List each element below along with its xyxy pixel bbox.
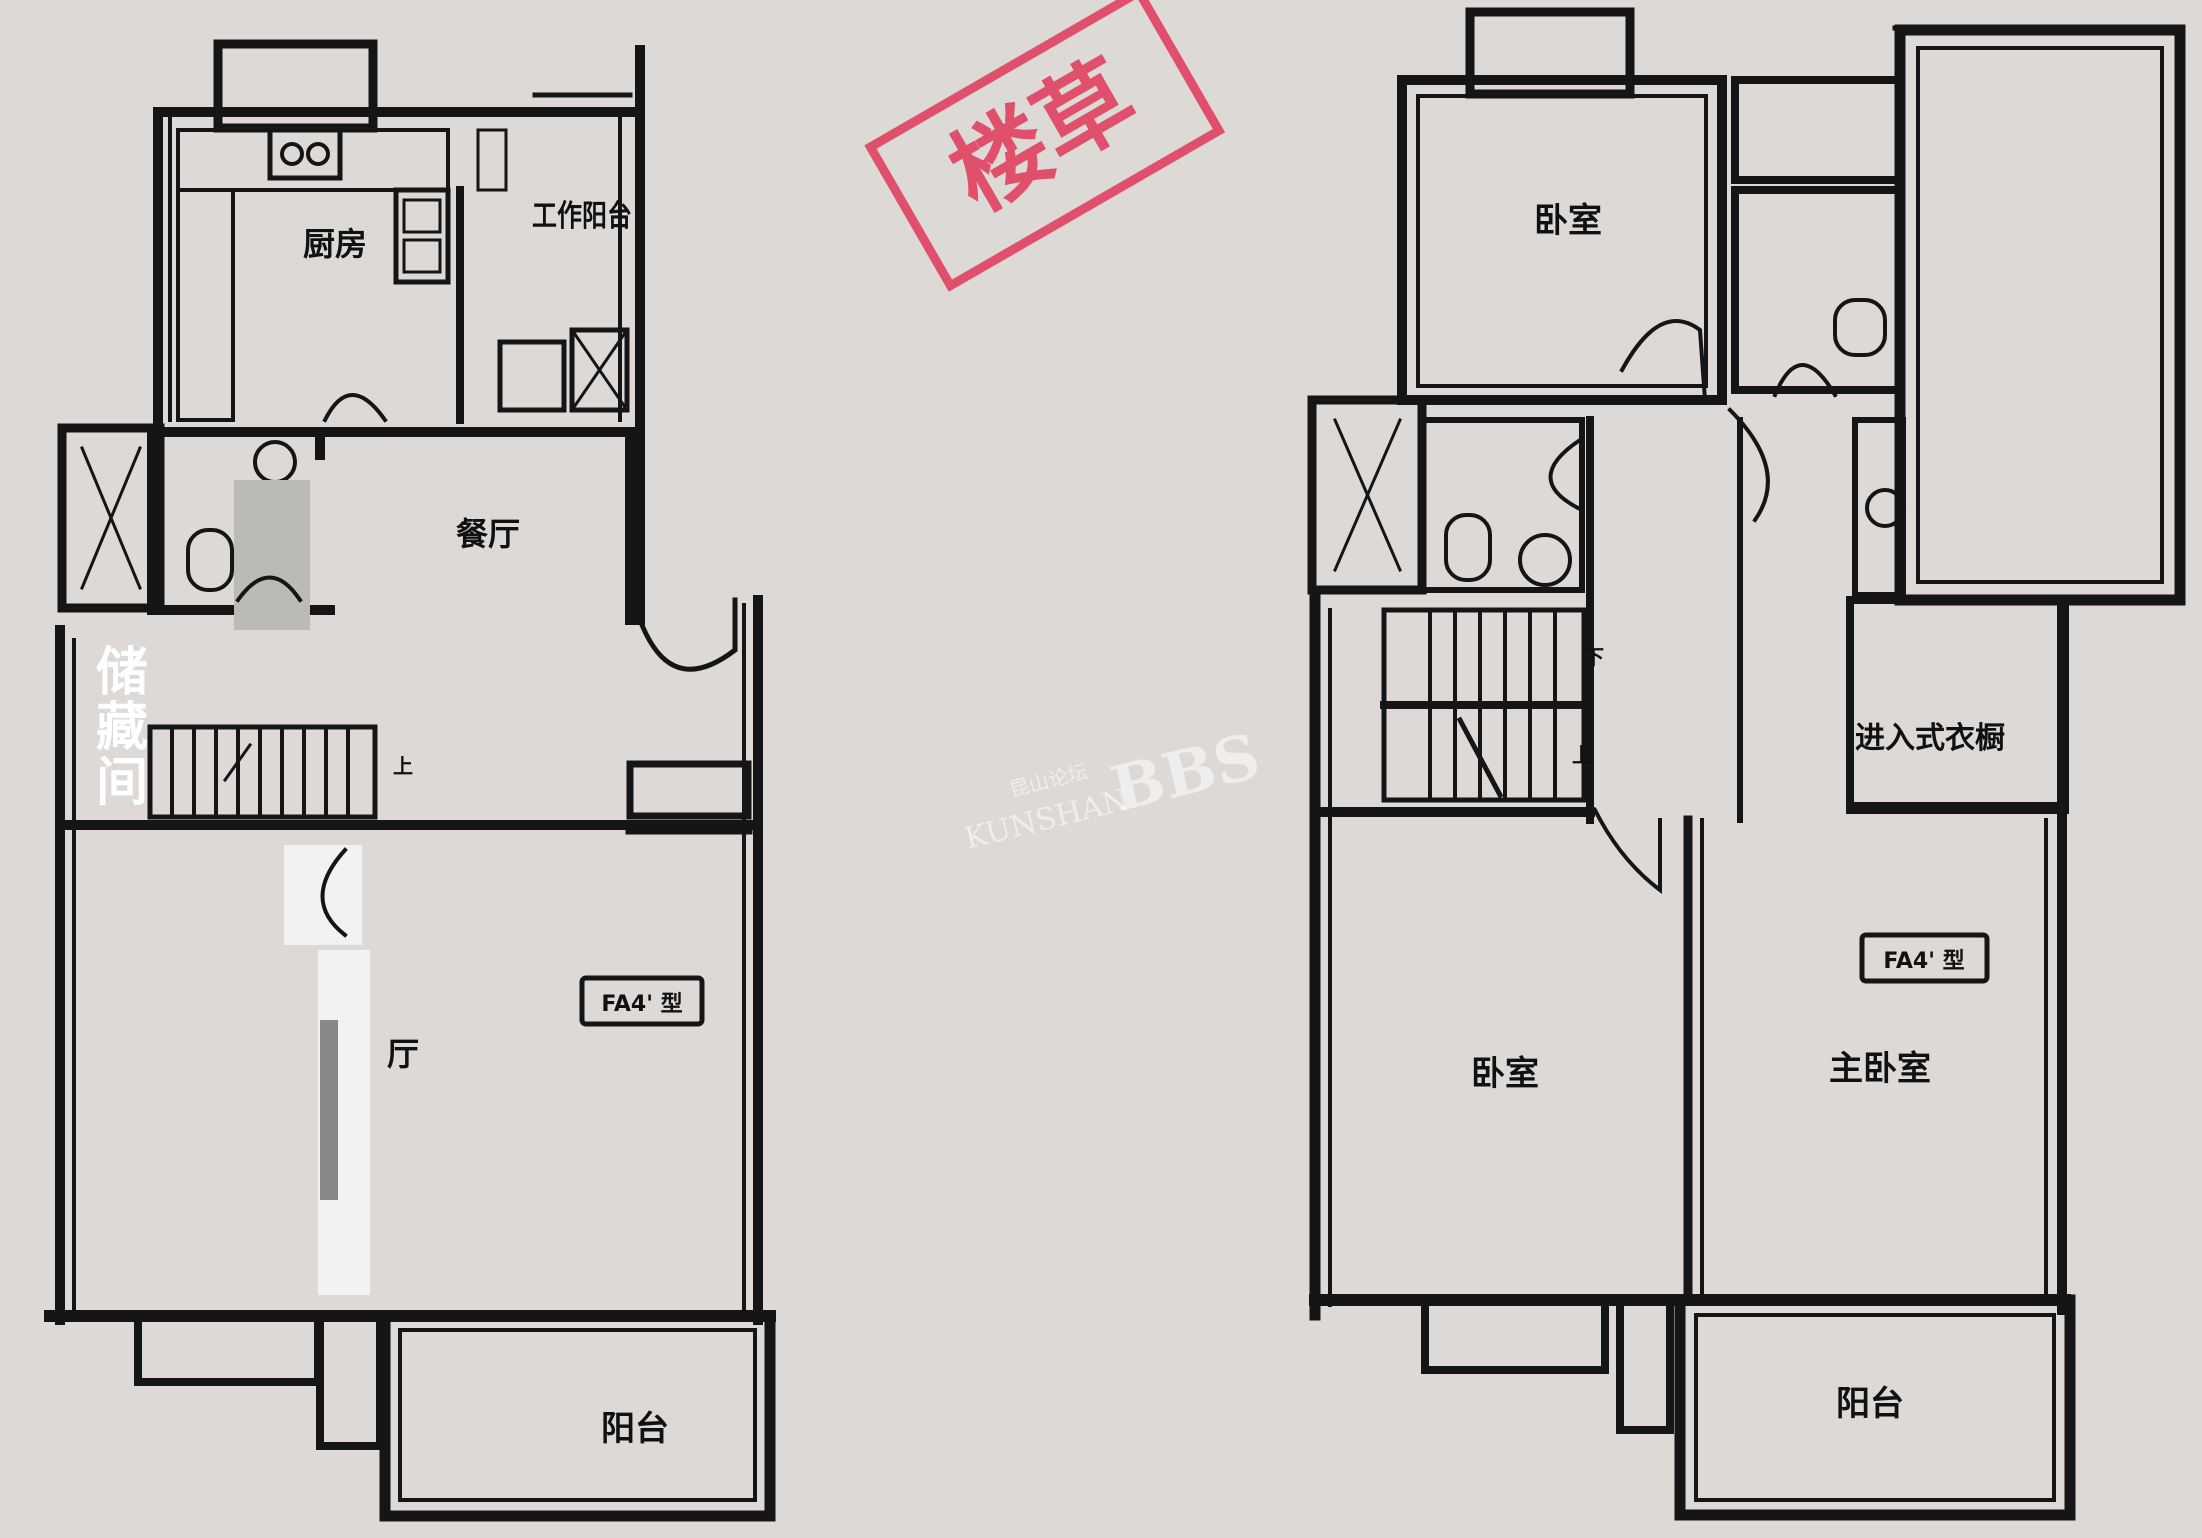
label-type-1f: FA4' 型 — [601, 992, 682, 1017]
living-door — [320, 847, 348, 938]
stove — [267, 127, 343, 181]
label-storage-3: 间 — [96, 753, 148, 813]
type-tag-1f-box — [579, 975, 705, 1027]
label-kitchen: 厨房 — [303, 225, 367, 263]
label-balcony-1f: 阳台 — [601, 1409, 669, 1449]
type-tag-2f-box — [1859, 932, 1990, 984]
label-storage-2: 藏 — [96, 698, 148, 758]
label-stair-up-2f: 上 — [1572, 743, 1592, 767]
label-stair-up-1f: 上 — [393, 754, 413, 778]
stair-treads-1f — [170, 725, 350, 819]
label-walkin: 进入式衣橱 — [1855, 721, 2005, 756]
floor-1-labels: 厨房 工作阳台 餐厅 储 藏 间 厅 阳台 上 FA4' 型 — [96, 199, 683, 1449]
washer — [497, 339, 567, 413]
kitchen-counter-side — [176, 188, 235, 422]
kitchen-sink — [393, 187, 451, 285]
label-living: 厅 — [387, 1035, 419, 1073]
balcony-2f — [1674, 1294, 2076, 1521]
stair-treads-2f — [1428, 608, 1557, 802]
label-bedroom-left: 卧室 — [1471, 1054, 1539, 1094]
toilet-1f — [186, 528, 234, 592]
basin-2f-right — [1865, 488, 1905, 528]
balcony-1f — [379, 1310, 776, 1522]
label-bedroom-top: 卧室 — [1534, 201, 1602, 241]
kitchen-walls — [153, 45, 645, 625]
label-dining: 餐厅 — [456, 515, 520, 553]
floor-2-plan — [1307, 7, 2186, 1521]
hall-door-top — [1619, 319, 1708, 403]
bedroom-top-walls — [1397, 75, 1727, 405]
label-type-2f: FA4' 型 — [1883, 949, 1964, 974]
floor-2-labels: 卧室 进入式衣橱 卧室 主卧室 阳台 上 下 FA4' 型 — [1471, 201, 2005, 1424]
shower — [57, 423, 165, 613]
toilet-2f — [1444, 513, 1492, 582]
bath-2f-upper — [1731, 76, 1904, 184]
staircase-1f — [147, 724, 378, 820]
laundry-tub — [569, 327, 630, 413]
bay-window-right — [1421, 1296, 1609, 1374]
floor-1-plan — [44, 39, 776, 1522]
label-work-balcony: 工作阳台 — [532, 199, 632, 234]
label-stair-down-2f: 下 — [1584, 645, 1604, 669]
kitchen-door — [322, 393, 388, 423]
toilet-2f-upper — [1833, 298, 1887, 357]
dining-walls — [147, 427, 635, 625]
label-storage-1: 储 — [96, 643, 148, 703]
label-balcony-2f: 阳台 — [1836, 1384, 1904, 1424]
entry-door — [636, 597, 738, 672]
label-master: 主卧室 — [1829, 1049, 1931, 1089]
basin-2f — [1518, 533, 1572, 587]
